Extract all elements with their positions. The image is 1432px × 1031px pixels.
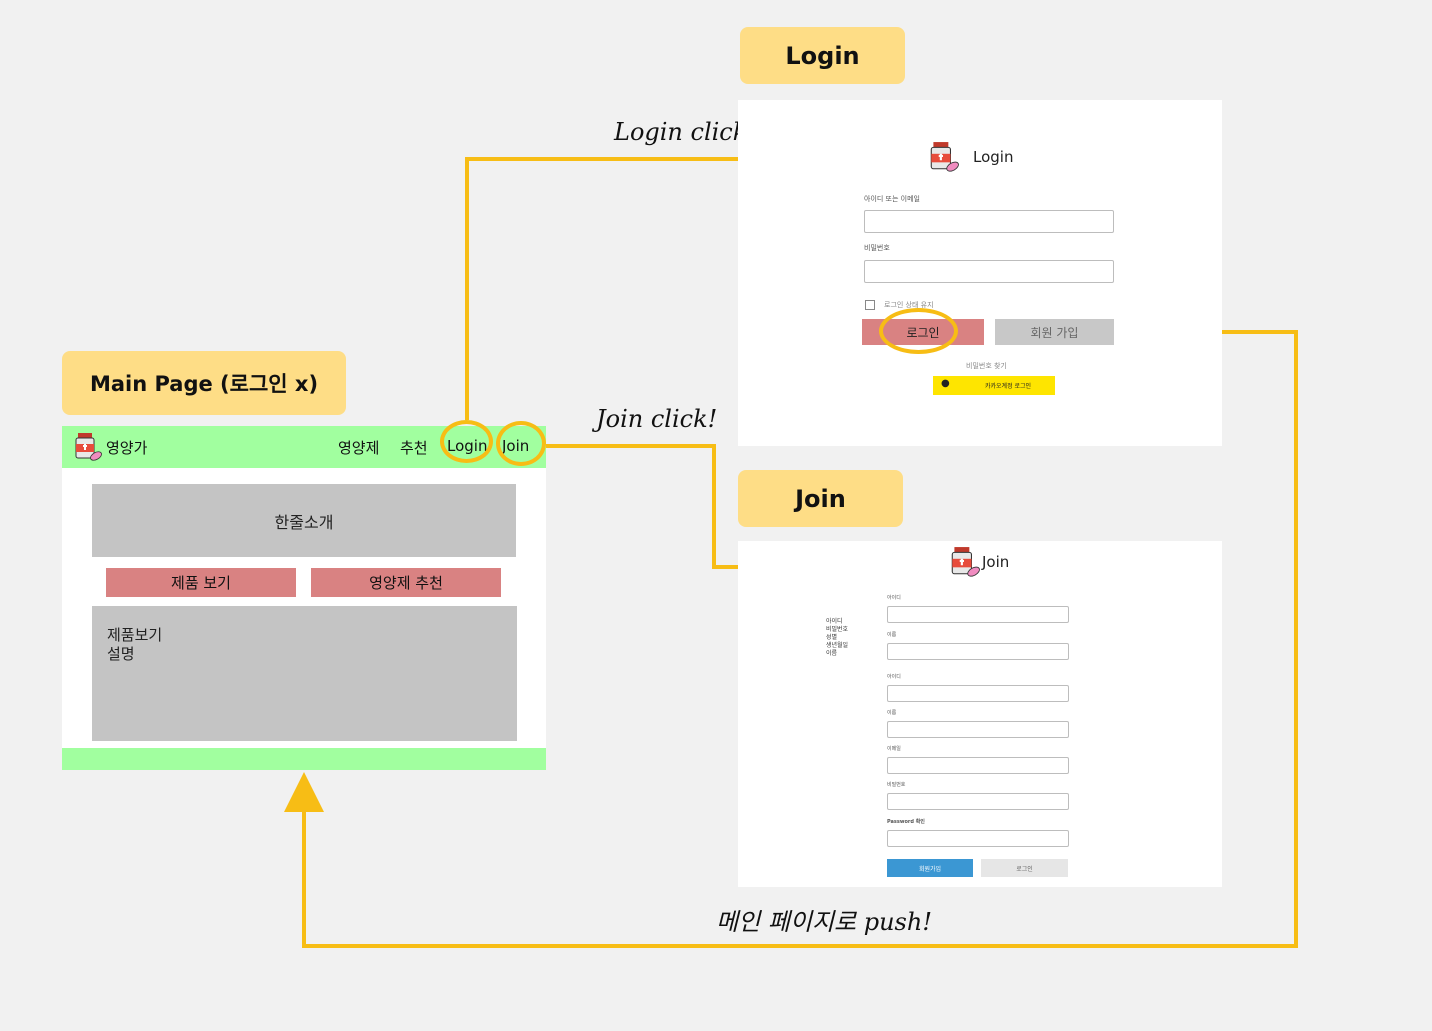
join-field-label: 아이디 [887, 674, 901, 680]
join-field-label: 비밀번호 [887, 782, 906, 788]
join-input[interactable] [887, 685, 1069, 702]
view-products-button[interactable]: 제품 보기 [106, 568, 296, 597]
login-heading: Login [973, 148, 1014, 166]
join-input[interactable] [887, 721, 1069, 738]
login-button-highlight-ring [879, 308, 958, 354]
login-title-label: Login [740, 27, 905, 84]
main-footer [62, 748, 546, 770]
login-page-mock: Login 아이디 또는 이메일 비밀번호 로그인 상태 유지 로그인 회원 가… [738, 100, 1222, 446]
remember-checkbox[interactable] [865, 300, 875, 310]
remember-label: 로그인 상태 유지 [884, 301, 934, 309]
join-click-annotation: Join click! [596, 405, 718, 433]
join-field-label: 아이디 [887, 595, 901, 601]
brand-name: 영양가 [106, 439, 148, 457]
id-input[interactable] [864, 210, 1114, 233]
login-highlight-ring [440, 420, 493, 463]
kakao-login-button[interactable]: ● 카카오계정 로그인 [933, 376, 1055, 395]
join-field-label: Password 확인 [887, 819, 925, 825]
product-description-block: 제품보기 설명 [92, 606, 517, 741]
join-field-label: 이름 [887, 710, 897, 716]
kakao-chat-icon: ● [941, 378, 950, 389]
join-highlight-ring [496, 421, 546, 466]
recommend-button[interactable]: 영양제 추천 [311, 568, 501, 597]
nav-recommend[interactable]: 추천 [400, 439, 428, 457]
main-page-mock: 영양가 영양제 추천 Login Join 한줄소개 제품 보기 영양제 추천 … [62, 426, 546, 770]
id-label: 아이디 또는 이메일 [864, 195, 920, 203]
description-line-2: 설명 [107, 645, 135, 663]
password-label: 비밀번호 [864, 244, 890, 252]
password-input[interactable] [864, 260, 1114, 283]
join-field-label: 이름 [887, 632, 897, 638]
join-side-list: 아이디 비밀번호 성별 생년월일 이름 [826, 618, 848, 658]
pill-bottle-icon [930, 142, 959, 172]
find-password-link[interactable]: 비밀번호 찾기 [966, 362, 1007, 370]
push-main-annotation: 메인 페이지로 push! [716, 908, 932, 936]
side-item: 비밀번호 [826, 626, 849, 633]
join-input[interactable] [887, 757, 1069, 774]
side-item: 성별 [826, 634, 838, 641]
nav-supplements[interactable]: 영양제 [338, 439, 380, 457]
join-input[interactable] [887, 606, 1069, 623]
side-item: 생년월일 [826, 642, 849, 649]
join-login-button[interactable]: 로그인 [981, 859, 1068, 877]
join-submit-button[interactable]: 회원가입 [887, 859, 973, 877]
kakao-label: 카카오계정 로그인 [985, 383, 1032, 390]
join-field-label: 이메일 [887, 746, 901, 752]
main-title-label: Main Page (로그인 x) [62, 351, 346, 415]
intro-block: 한줄소개 [92, 484, 516, 557]
signup-button[interactable]: 회원 가입 [995, 319, 1114, 345]
side-item: 이름 [826, 650, 838, 657]
pill-bottle-icon [951, 547, 980, 577]
join-input[interactable] [887, 643, 1069, 660]
join-page-mock: Join 아이디 비밀번호 성별 생년월일 이름 아이디 이름 아이디 이름 이… [738, 541, 1222, 887]
side-item: 아이디 [826, 618, 843, 625]
login-click-annotation: Login click! [614, 118, 757, 146]
join-title-label: Join [738, 470, 903, 527]
join-input[interactable] [887, 793, 1069, 810]
description-line-1: 제품보기 [107, 626, 163, 644]
join-heading: Join [982, 553, 1010, 571]
login-arrow [465, 139, 880, 420]
join-input[interactable] [887, 830, 1069, 847]
pill-bottle-icon [75, 433, 102, 461]
